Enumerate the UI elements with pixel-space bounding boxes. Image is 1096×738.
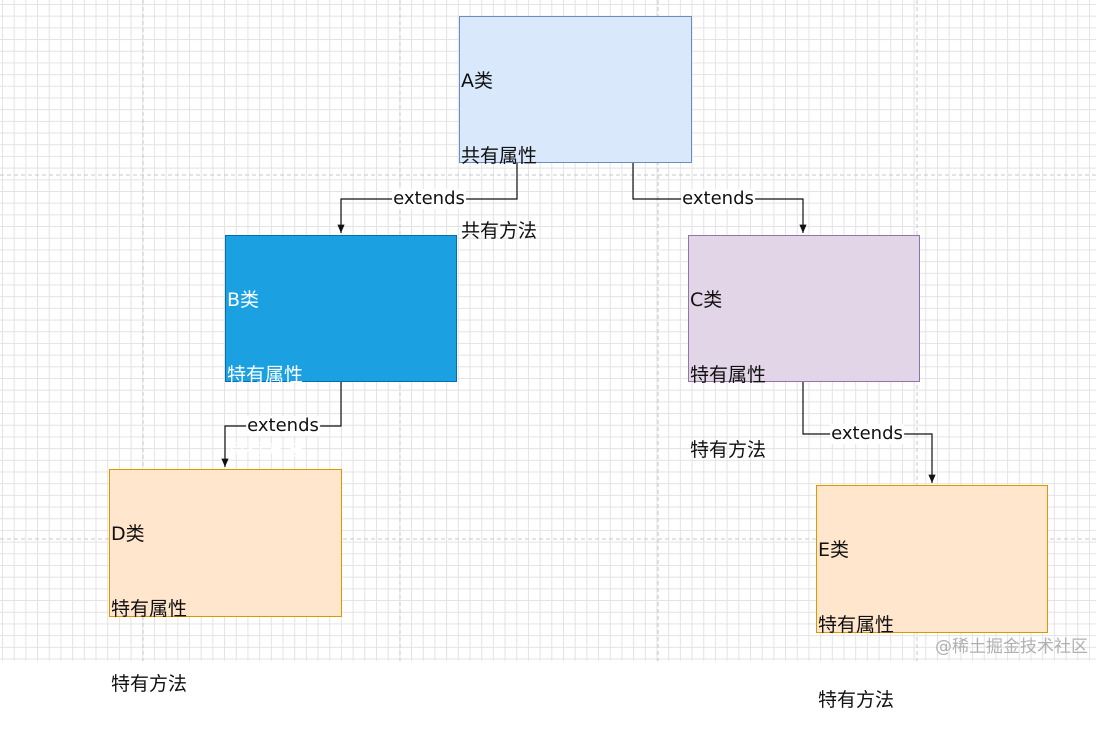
- class-methods: 共有方法: [461, 220, 538, 242]
- class-box-b[interactable]: B类 特有属性 特有方法: [225, 235, 457, 461]
- class-attributes: 特有属性: [690, 364, 767, 386]
- class-box-d[interactable]: D类 特有属性 特有方法: [109, 469, 342, 695]
- edge-label: extends: [830, 423, 904, 444]
- class-attributes: 特有属性: [818, 614, 895, 636]
- class-name: C类: [690, 289, 723, 311]
- class-methods: 特有方法: [818, 689, 895, 711]
- class-name: D类: [111, 523, 145, 545]
- class-box-a[interactable]: A类 共有属性 共有方法: [459, 16, 692, 242]
- class-methods: 特有方法: [111, 673, 188, 695]
- class-name: B类: [227, 289, 260, 311]
- class-name: E类: [818, 539, 850, 561]
- class-box-c[interactable]: C类 特有属性 特有方法: [688, 235, 920, 461]
- class-methods: 特有方法: [227, 439, 304, 461]
- watermark: @稀土掘金技术社区: [935, 637, 1088, 657]
- edge-label: extends: [392, 188, 466, 209]
- class-attributes: 共有属性: [461, 145, 538, 167]
- class-name: A类: [461, 70, 493, 92]
- class-methods: 特有方法: [690, 439, 767, 461]
- class-box-e[interactable]: E类 特有属性 特有方法: [816, 485, 1048, 711]
- class-attributes: 特有属性: [227, 364, 304, 386]
- edge-label: extends: [246, 415, 320, 436]
- class-attributes: 特有属性: [111, 598, 188, 620]
- edge-label: extends: [681, 188, 755, 209]
